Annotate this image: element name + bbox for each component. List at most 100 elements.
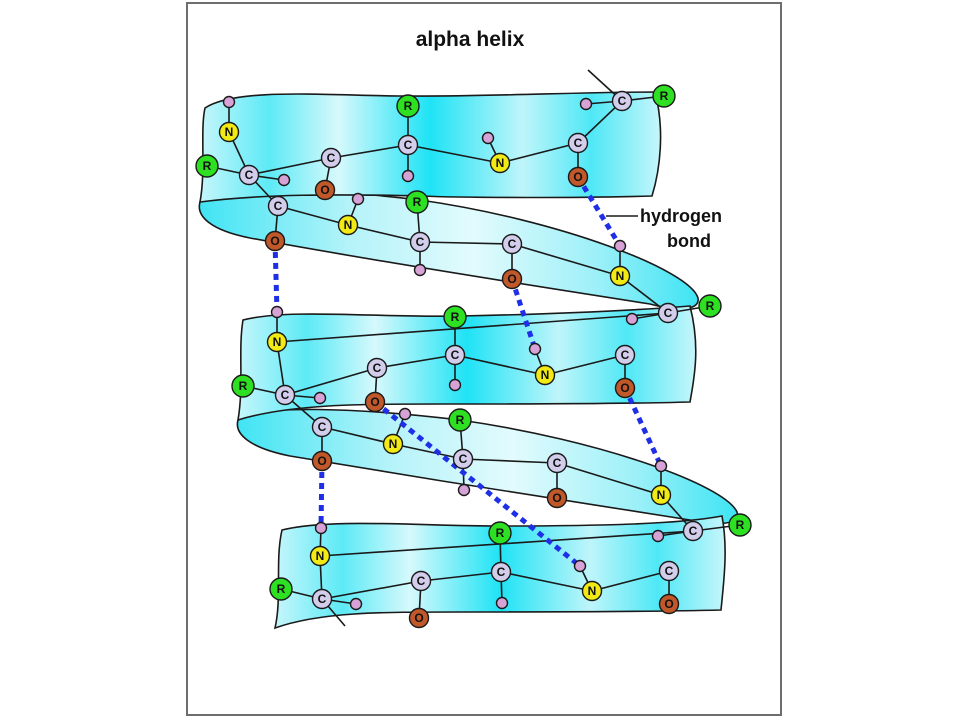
covalent-bond (392, 443, 464, 460)
hydrogen-atom (349, 597, 363, 611)
oxygen-atom-label: O (370, 395, 379, 409)
carbon-atom-shape (611, 90, 633, 112)
carbon-atom-label: C (451, 348, 460, 362)
carbon-atom-label: C (618, 94, 627, 108)
hydrogen-atom (625, 312, 639, 326)
covalent-bond (544, 354, 626, 376)
oxygen-atom: O (314, 179, 336, 201)
oxygen-atom-shape (546, 487, 568, 509)
hydrogen-atom-shape (654, 459, 668, 473)
covalent-bond (556, 462, 662, 496)
r-group-atom: R (698, 294, 722, 318)
hydrogen-atom-shape (579, 97, 593, 111)
nitrogen-atom: N (534, 364, 556, 386)
r-group-atom: R (448, 408, 472, 432)
oxygen-atom-label: O (573, 170, 582, 184)
r-group-atom: R (396, 94, 420, 118)
carbon-atom-label: C (664, 306, 673, 320)
r-group-atom-label: R (456, 413, 465, 427)
carbon-atom-shape (657, 302, 679, 324)
r-group-atom-shape (488, 521, 512, 545)
hydrogen-atom-shape (222, 95, 236, 109)
covalent-bond (462, 458, 558, 464)
oxygen-atom-shape (408, 607, 430, 629)
carbon-atom-label: C (459, 452, 468, 466)
r-group-atom: R (443, 305, 467, 329)
r-group-atom-label: R (413, 195, 422, 209)
nitrogen-atom-shape (337, 214, 359, 236)
carbon-atom: C (657, 302, 679, 324)
r-group-atom-shape (698, 294, 722, 318)
oxygen-atom-label: O (270, 234, 279, 248)
oxygen-atom: O (658, 593, 680, 615)
carbon-atom-shape (567, 132, 589, 154)
hydrogen-atom (448, 378, 462, 392)
r-group-atom-label: R (736, 518, 745, 532)
hydrogen-atom-shape (270, 305, 284, 319)
hydrogen-atom (528, 342, 542, 356)
hydrogen-bond (272, 240, 280, 313)
covalent-bond (454, 354, 546, 376)
carbon-atom-shape (658, 560, 680, 582)
hydrogen-atom-shape (401, 169, 415, 183)
oxygen-atom-shape (314, 179, 336, 201)
hydrogen-atom-shape (573, 559, 587, 573)
carbon-atom-shape (366, 357, 388, 379)
nitrogen-atom-shape (534, 364, 556, 386)
nitrogen-atom: N (609, 265, 631, 287)
hydrogen-atom (481, 131, 495, 145)
carbon-atom-label: C (621, 348, 630, 362)
hydrogen-atom-shape (481, 131, 495, 145)
r-group-atom-label: R (203, 159, 212, 173)
carbon-atom-label: C (665, 564, 674, 578)
carbon-atom: C (501, 233, 523, 255)
hydrogen-atom-shape (448, 378, 462, 392)
oxygen-atom: O (364, 391, 386, 413)
r-group-atom-shape (269, 577, 293, 601)
nitrogen-atom-label: N (316, 549, 325, 563)
oxygen-atom-label: O (664, 597, 673, 611)
oxygen-atom-label: O (507, 272, 516, 286)
carbon-atom: C (490, 561, 512, 583)
nitrogen-atom: N (337, 214, 359, 236)
nitrogen-atom-shape (489, 152, 511, 174)
covalent-bond (321, 580, 422, 600)
r-group-atom-shape (195, 154, 219, 178)
carbon-atom: C (267, 195, 289, 217)
carbon-atom-label: C (327, 151, 336, 165)
carbon-atom-label: C (574, 136, 583, 150)
hydrogen-bond (509, 278, 538, 350)
hydrogen-atom (351, 192, 365, 206)
nitrogen-atom-label: N (616, 269, 625, 283)
carbon-atom: C (311, 416, 333, 438)
hydrogen-atom (277, 173, 291, 187)
covalent-bond (321, 426, 394, 445)
nitrogen-atom: N (581, 580, 603, 602)
covalent-bond (499, 142, 579, 164)
nitrogen-atom-label: N (657, 488, 666, 502)
hydrogen-atom (651, 529, 665, 543)
covalent-bond (376, 354, 456, 369)
r-group-atom-shape (448, 408, 472, 432)
oxygen-atom: O (614, 377, 636, 399)
ribbon-band-front-1 (199, 91, 662, 203)
hydrogen-atom (313, 391, 327, 405)
hydrogen-atom (573, 559, 587, 573)
diagram-title: alpha helix (416, 28, 525, 51)
hydrogen-bond (575, 175, 623, 248)
r-group-atom-label: R (660, 89, 669, 103)
oxygen-atom-label: O (317, 454, 326, 468)
hydrogen-atom-shape (314, 521, 328, 535)
nitrogen-atom-label: N (389, 437, 398, 451)
hydrogen-bond-label-line1: hydrogen (640, 206, 722, 226)
hydrogen-atom (654, 459, 668, 473)
nitrogen-atom-shape (382, 433, 404, 455)
carbon-atom: C (366, 357, 388, 379)
carbon-atom-shape (311, 416, 333, 438)
carbon-atom-shape (274, 384, 296, 406)
carbon-atom-shape (614, 344, 636, 366)
carbon-atom: C (320, 147, 342, 169)
hydrogen-atom (401, 169, 415, 183)
oxygen-atom-label: O (414, 611, 423, 625)
covalent-bond (347, 224, 421, 243)
